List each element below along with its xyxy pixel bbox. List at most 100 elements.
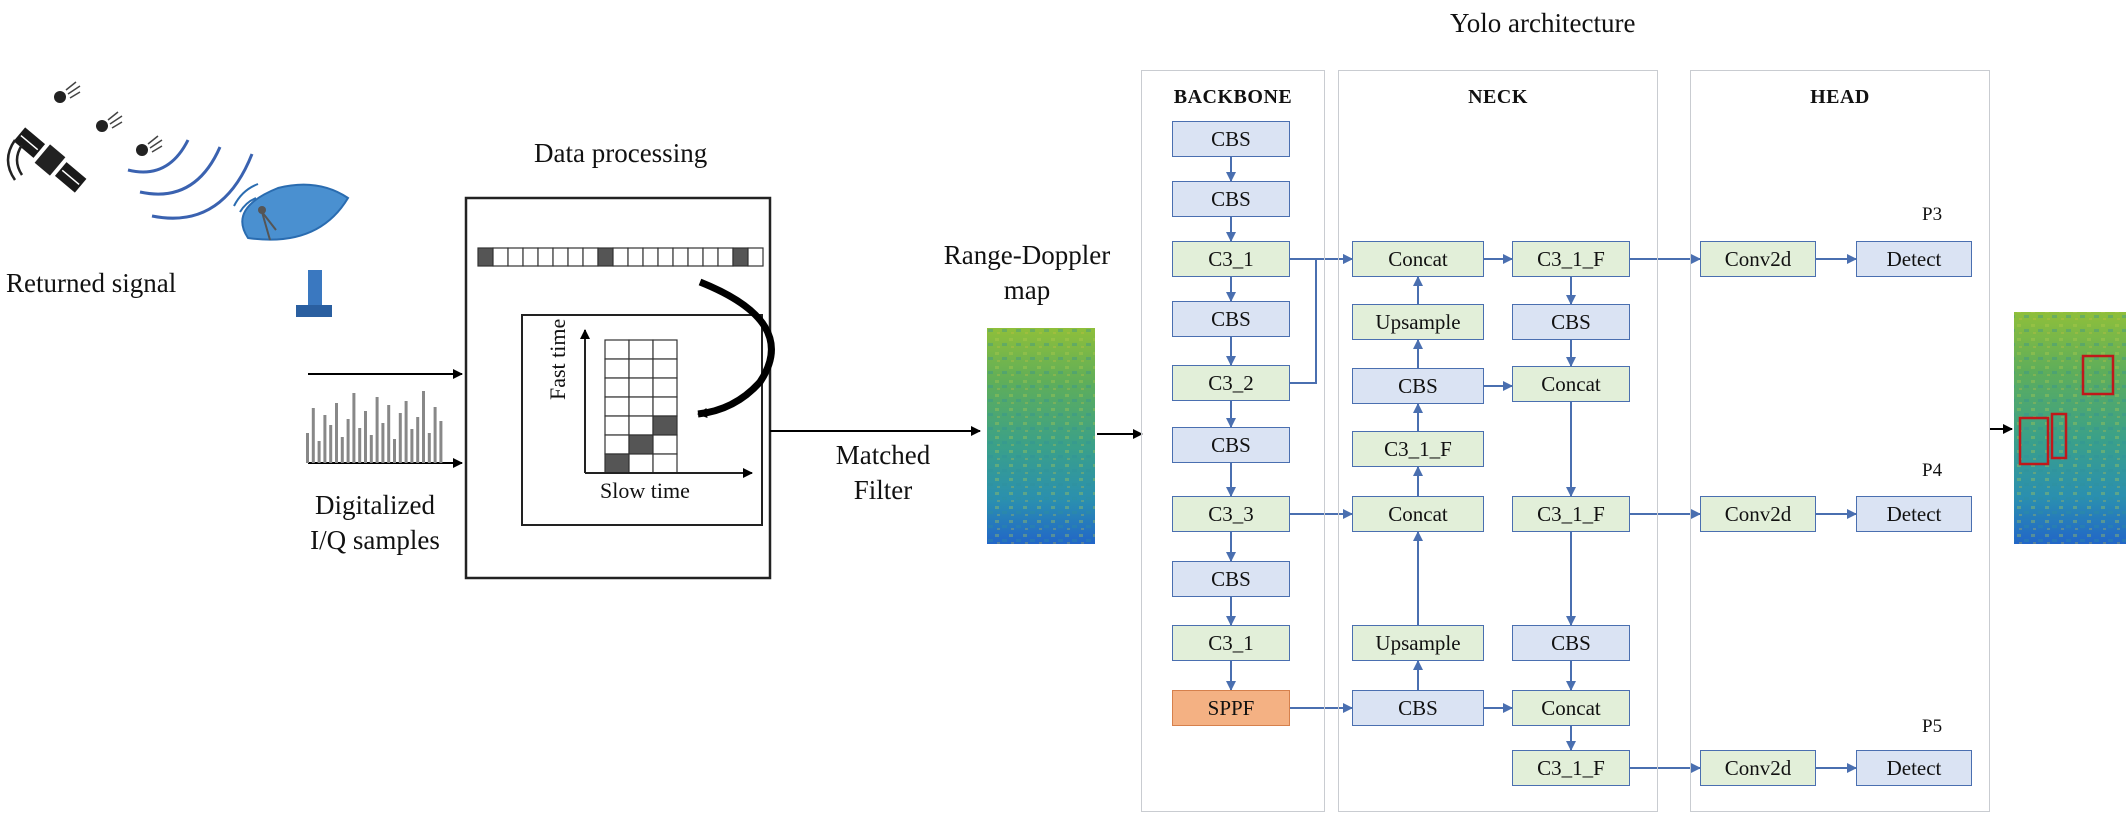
detection-box <box>2081 354 2115 396</box>
pulse-cell <box>672 247 689 267</box>
matrix-cell <box>604 434 630 455</box>
neck-c3-1-f-left: C3_1_F <box>1352 431 1484 467</box>
head-conv2d-p5: Conv2d <box>1700 750 1816 786</box>
matrix-cell <box>628 453 654 474</box>
digitalized-line1: Digitalized <box>315 490 435 520</box>
iq-bar <box>427 433 431 463</box>
backbone-c3-2: C3_2 <box>1172 365 1290 401</box>
iq-bar <box>306 433 309 463</box>
pulse-train <box>477 247 764 267</box>
pulse-cell <box>612 247 629 267</box>
iq-bar <box>369 435 373 463</box>
detection-box <box>2018 416 2050 466</box>
pulse-cell <box>567 247 584 267</box>
head-detect-p4: Detect <box>1856 496 1972 532</box>
backbone-c3-1-a: C3_1 <box>1172 241 1290 277</box>
neck-panel <box>1338 70 1658 812</box>
backbone-cbs-5: CBS <box>1172 561 1290 597</box>
matrix-cell <box>628 358 654 379</box>
backbone-sppf: SPPF <box>1172 690 1290 726</box>
matrix-cell <box>628 396 654 417</box>
neck-cbs-bottom-left: CBS <box>1352 690 1484 726</box>
backbone-c3-3: C3_3 <box>1172 496 1290 532</box>
digitalized-label: Digitalized I/Q samples <box>295 490 455 556</box>
iq-bar <box>416 417 420 463</box>
backbone-title: BACKBONE <box>1173 86 1293 108</box>
pulse-cell <box>627 247 644 267</box>
neck-upsample-top: Upsample <box>1352 304 1484 340</box>
data-processing-label: Data processing <box>534 138 708 168</box>
data-processing-box <box>464 196 772 580</box>
iq-samples-chart <box>306 391 443 463</box>
iq-bar <box>398 413 402 463</box>
iq-bar <box>410 429 414 463</box>
pulse-cell <box>537 247 554 267</box>
matrix-cell <box>628 339 654 360</box>
yolo-title: Yolo architecture <box>1450 8 1636 38</box>
head-conv2d-p3: Conv2d <box>1700 241 1816 277</box>
output-detection-map <box>2014 312 2126 544</box>
head-detect-p5: Detect <box>1856 750 1972 786</box>
neck-cbs-mid: CBS <box>1352 368 1484 404</box>
backbone-cbs-4: CBS <box>1172 427 1290 463</box>
iq-bar <box>404 401 408 463</box>
matrix-cell <box>652 415 678 436</box>
pulse-cell <box>642 247 659 267</box>
neck-c3-1-f-top: C3_1_F <box>1512 241 1630 277</box>
matrix-cell <box>652 377 678 398</box>
matrix-cell <box>652 358 678 379</box>
pulse-cell <box>492 247 509 267</box>
matrix-cell <box>628 415 654 436</box>
rd-line2: map <box>1003 275 1051 306</box>
satellite-icon <box>6 127 87 193</box>
neck-concat-top: Concat <box>1352 241 1484 277</box>
neck-cbs-bottom-right: CBS <box>1512 625 1630 661</box>
pulse-cell <box>552 247 569 267</box>
matrix-cell <box>604 377 630 398</box>
debris-icon <box>54 81 163 156</box>
pulse-cell <box>657 247 674 267</box>
iq-bar <box>387 405 391 463</box>
rd-line1: Range-Doppler <box>943 240 1111 270</box>
iq-bar <box>311 408 315 463</box>
neck-c3-1-f-bottom: C3_1_F <box>1512 750 1630 786</box>
matrix-cell <box>652 339 678 360</box>
slow-time-label: Slow time <box>600 478 690 503</box>
fast-time-label: Fast time <box>545 318 570 400</box>
range-doppler-label: Range-Doppler map <box>912 240 1142 306</box>
backbone-panel <box>1141 70 1325 812</box>
pulse-cell <box>507 247 524 267</box>
iq-bar <box>346 419 350 463</box>
pulse-cell <box>522 247 539 267</box>
matched-line2: Filter <box>853 475 913 506</box>
pulse-cell <box>747 247 764 267</box>
backbone-c3-1-b: C3_1 <box>1172 625 1290 661</box>
radar-dish-icon <box>233 183 350 317</box>
head-title: HEAD <box>1810 86 1870 108</box>
pulse-cell <box>687 247 704 267</box>
matrix-cell <box>604 339 630 360</box>
backbone-cbs-1: CBS <box>1172 121 1290 157</box>
matched-line1: Matched <box>835 440 931 470</box>
matrix-cell <box>652 396 678 417</box>
matrix-cell <box>604 358 630 379</box>
head-detect-p3: Detect <box>1856 241 1972 277</box>
iq-bar <box>358 428 362 463</box>
iq-bar <box>340 437 344 463</box>
p3-label: P3 <box>1922 204 1943 225</box>
iq-bar <box>364 411 367 463</box>
matrix-cell <box>604 396 630 417</box>
fast-slow-time-matrix <box>604 339 678 474</box>
reshape-arrow <box>697 278 775 419</box>
iq-bar <box>439 421 443 463</box>
p5-label: P5 <box>1922 716 1943 737</box>
signal-waves-icon <box>127 139 254 220</box>
yolo-connections <box>1226 157 1857 773</box>
neck-c3-1-f-mid: C3_1_F <box>1512 496 1630 532</box>
pulse-cell <box>702 247 719 267</box>
pulse-cell <box>732 247 749 267</box>
matrix-cell <box>652 453 678 474</box>
backbone-cbs-2: CBS <box>1172 181 1290 217</box>
neck-cbs-top-right: CBS <box>1512 304 1630 340</box>
